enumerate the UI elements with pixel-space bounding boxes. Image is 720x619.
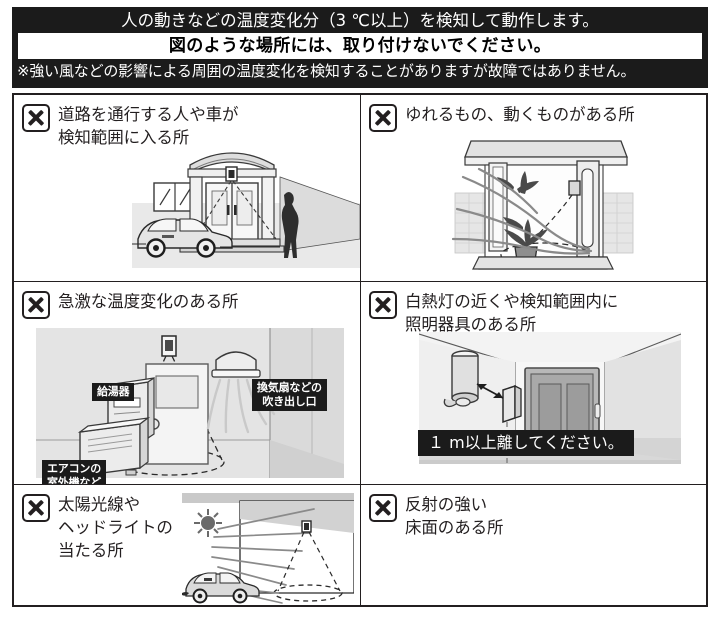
- cell-title: 白熱灯の近くや検知範囲内に 照明器具のある所: [405, 292, 619, 334]
- grid-row: 太陽光線や ヘッドライトの 当たる所: [14, 484, 706, 605]
- grid-row: 急激な温度変化のある所: [14, 281, 706, 484]
- cell-title: 道路を通行する人や車が 検知範囲に入る所: [58, 105, 239, 147]
- cell-swaying-objects: ゆれるもの、動くものがある所: [360, 95, 706, 281]
- x-mark-icon: [369, 291, 397, 319]
- cell-header: 太陽光線や ヘッドライトの 当たる所: [14, 485, 360, 562]
- cell-header: ゆれるもの、動くものがある所: [361, 95, 706, 132]
- cell-reflective-floor: 反射の強い 床面のある所: [360, 485, 706, 605]
- illustration-sun-and-car-headlights: [182, 493, 354, 605]
- x-mark-icon: [369, 494, 397, 522]
- header-description: 人の動きなどの温度変化分（3 ℃以上）を検知して動作します。: [121, 11, 599, 30]
- cell-title: 反射の強い 床面のある所: [405, 495, 504, 537]
- illustration-entrance-with-car-and-person: [132, 143, 360, 268]
- x-mark-icon: [22, 494, 50, 522]
- illustration-swaying-plant-near-window: [449, 135, 639, 275]
- cell-title: ゆれるもの、動くものがある所: [405, 105, 635, 124]
- x-mark-icon: [22, 104, 50, 132]
- cell-rapid-temperature-change: 急激な温度変化のある所: [14, 282, 360, 484]
- label-water-heater: 給湯器: [92, 383, 135, 401]
- header-note: ※強い風などの影響による周囲の温度変化を検知することがありますが故障ではありませ…: [17, 62, 636, 80]
- x-mark-icon: [22, 291, 50, 319]
- cell-road-traffic: 道路を通行する人や車が 検知範囲に入る所: [14, 95, 360, 281]
- warning-header: 人の動きなどの温度変化分（3 ℃以上）を検知して動作します。 図のような場所には…: [12, 7, 708, 88]
- label-aircon-outdoor-unit: エアコンの 室外機など: [42, 460, 106, 484]
- cell-header: 白熱灯の近くや検知範囲内に 照明器具のある所: [361, 282, 706, 336]
- grid-row: 道路を通行する人や車が 検知範囲に入る所: [14, 95, 706, 281]
- label-ventilation-outlet: 換気扇などの 吹き出し口: [252, 379, 327, 411]
- cell-title: 太陽光線や ヘッドライトの 当たる所: [58, 495, 173, 560]
- cell-sunlight-headlights: 太陽光線や ヘッドライトの 当たる所: [14, 485, 360, 605]
- cell-header: 反射の強い 床面のある所: [361, 485, 706, 539]
- cell-title: 急激な温度変化のある所: [58, 292, 239, 311]
- header-emphasis-banner: 図のような場所には、取り付けないでください。: [18, 33, 702, 59]
- cell-header: 道路を通行する人や車が 検知範囲に入る所: [14, 95, 360, 149]
- cell-header: 急激な温度変化のある所: [14, 282, 360, 319]
- banner-minimum-distance: １ m以上離してください。: [418, 430, 634, 456]
- prohibited-locations-grid: 道路を通行する人や車が 検知範囲に入る所: [12, 93, 708, 607]
- x-mark-icon: [369, 104, 397, 132]
- cell-incandescent-lighting: 白熱灯の近くや検知範囲内に 照明器具のある所: [360, 282, 706, 484]
